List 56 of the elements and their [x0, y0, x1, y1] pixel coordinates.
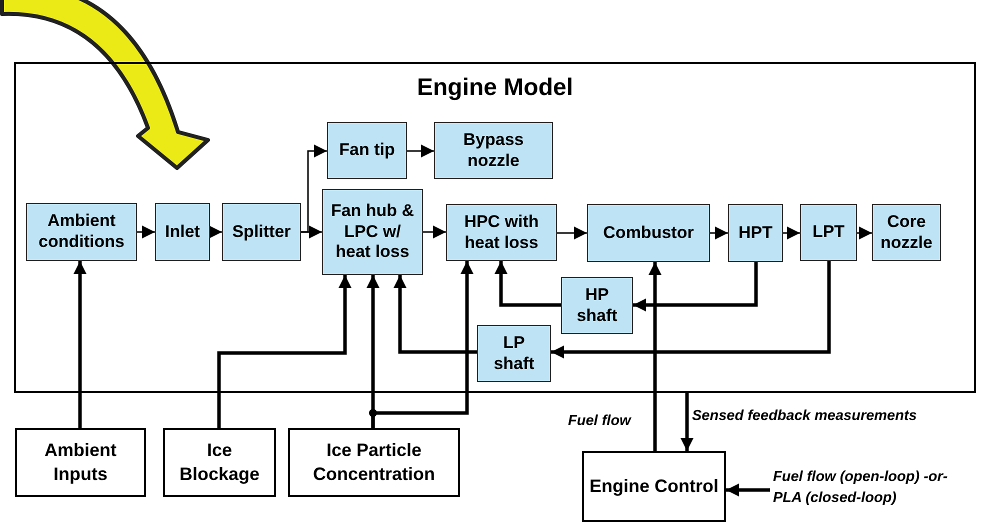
box-label: Ice Particle Concentration: [312, 439, 436, 486]
box-label: Core nozzle: [880, 212, 934, 254]
process-box: [561, 277, 633, 334]
box-label: Ambient conditions: [38, 211, 126, 253]
box-heading: Engine Model: [417, 74, 573, 102]
process-box: [26, 203, 137, 261]
box-label: Combustor: [602, 222, 695, 244]
box-label: LP shaft: [492, 332, 536, 374]
process-box: [222, 203, 301, 261]
process-box: [327, 122, 407, 179]
arrow: [551, 261, 831, 358]
arrow: [710, 226, 728, 240]
process-box: [728, 204, 783, 262]
arrow: [857, 226, 872, 240]
input-box: [582, 451, 726, 522]
box-label: HPC with heat loss: [463, 212, 540, 254]
arrow: [217, 275, 352, 428]
arrow: [633, 262, 758, 312]
arrow: [209, 226, 222, 238]
arrow: [137, 226, 155, 238]
process-box: [446, 204, 557, 261]
input-box: [163, 428, 276, 497]
input-note-text: Fuel flow (open-loop) -or- PLA (closed-loop): [772, 468, 949, 508]
process-box: [434, 122, 553, 179]
arrow: [783, 226, 800, 240]
box-label: Ice Blockage: [178, 439, 261, 486]
box-label: LPT: [811, 222, 846, 243]
box-label: Bypass nozzle: [462, 130, 525, 172]
arrow: [494, 261, 561, 307]
input-box: [15, 428, 146, 497]
arrow: [74, 261, 86, 428]
process-box: [477, 325, 551, 382]
box-label: Fan hub & LPC w/ heat loss: [330, 200, 416, 264]
process-box: [800, 204, 857, 261]
arrow: [423, 226, 446, 238]
model-frame: [14, 62, 976, 393]
box-label: HP shaft: [576, 284, 618, 326]
box-label: Fan tip: [338, 140, 396, 161]
arrow: [648, 262, 662, 451]
arrow: [394, 275, 477, 354]
process-box: [872, 204, 941, 261]
box-label: Engine Control: [588, 474, 720, 498]
box-label: Inlet: [164, 222, 201, 242]
arrow: [680, 393, 694, 451]
process-box: [322, 189, 423, 275]
box-label: HPT: [738, 222, 774, 244]
box-label: Splitter: [231, 222, 292, 242]
arrow: [301, 226, 322, 238]
process-box: [155, 203, 210, 261]
arrow: [407, 144, 434, 158]
arrow: [557, 226, 587, 240]
process-box: [587, 204, 710, 262]
input-box: [288, 428, 460, 497]
box-label: Ambient Inputs: [44, 439, 118, 486]
arrow: [371, 261, 474, 428]
arrow: [726, 484, 770, 496]
